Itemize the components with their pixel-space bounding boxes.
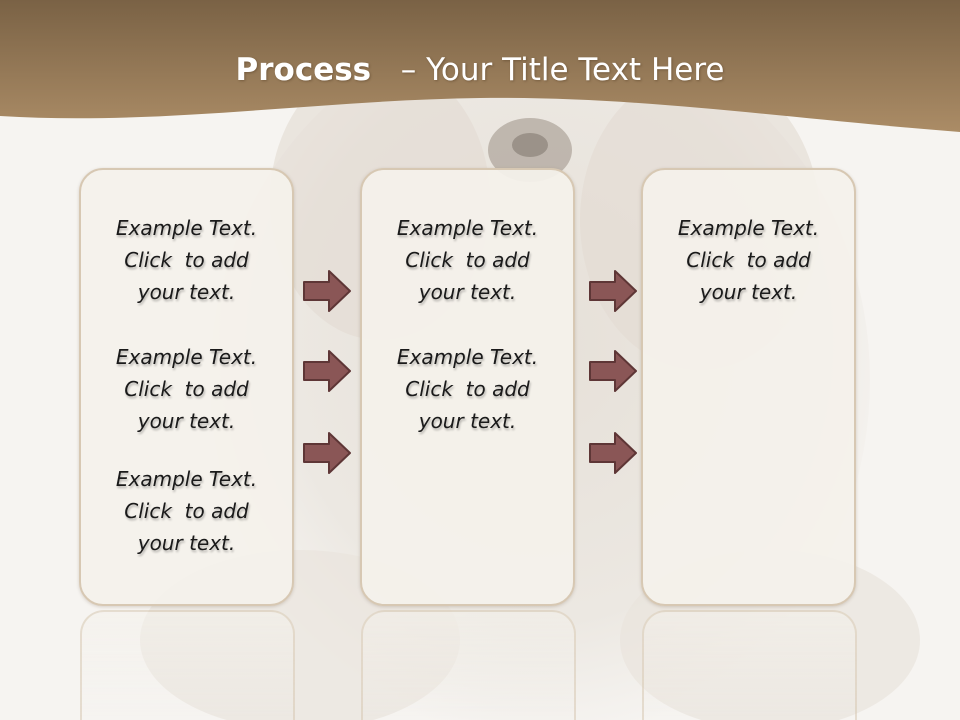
right-arrow-icon[interactable] [588,349,638,393]
right-arrow-icon[interactable] [588,269,638,313]
process-box-3[interactable]: Example Text. Click to add your text. [641,168,856,606]
right-arrow-icon[interactable] [302,349,352,393]
text-item[interactable]: Example Text. Click to add your text. [677,216,820,304]
header-band [0,0,960,132]
box-reflection [642,610,857,720]
text-item[interactable]: Example Text. Click to add your text. [396,345,539,433]
box-reflection [361,610,576,720]
right-arrow-icon[interactable] [302,269,352,313]
title-bold: Process [235,52,372,88]
text-item[interactable]: Example Text. Click to add your text. [115,467,258,555]
text-item[interactable]: Example Text. Click to add your text. [396,216,539,304]
right-arrow-icon[interactable] [588,431,638,475]
text-item[interactable]: Example Text. Click to add your text. [115,216,258,304]
title-rest: – Your Title Text Here [400,52,725,88]
process-box-1[interactable]: Example Text. Click to add your text. Ex… [79,168,294,606]
right-arrow-icon[interactable] [302,431,352,475]
process-box-2[interactable]: Example Text. Click to add your text. Ex… [360,168,575,606]
slide-title[interactable]: Process – Your Title Text Here [0,52,960,88]
box-reflection [80,610,295,720]
text-item[interactable]: Example Text. Click to add your text. [115,345,258,433]
